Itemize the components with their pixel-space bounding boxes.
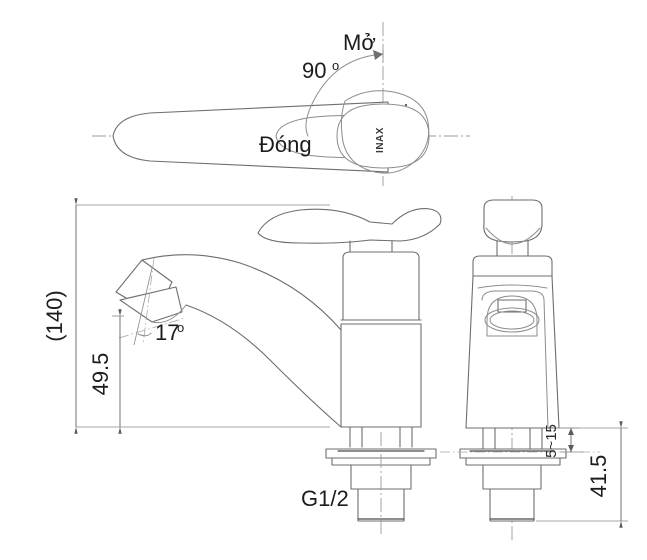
- shank-length-label: 41.5: [586, 455, 611, 498]
- spout-height-label: 49.5: [88, 353, 113, 396]
- aerator-recess-frame: [486, 295, 538, 337]
- handle-knob-front: [483, 199, 543, 243]
- cartridge-cap-outline: [336, 103, 430, 169]
- mount-thickness-label: 5~15: [543, 424, 560, 458]
- brand-logo-text: INAX: [375, 127, 386, 153]
- aerator-mesh-inner-ring: [489, 310, 535, 330]
- rotation-angle-degree-symbol: o: [332, 58, 339, 73]
- spout-face-centerline: [118, 317, 186, 339]
- shank-risers-side: [349, 426, 413, 448]
- handle-lever-outline: [112, 101, 389, 173]
- handle-knob-underside: [485, 227, 541, 245]
- spout-aerator-edge: [151, 304, 187, 324]
- handle-inner-contour: [275, 114, 393, 159]
- dimension-group-left: (140) 49.5: [42, 198, 124, 434]
- cartridge-open-position-outline: [340, 90, 430, 174]
- rotation-arc-90deg: [305, 53, 384, 137]
- mounting-washer-front: [465, 457, 561, 466]
- aerator-mesh-disc: [484, 307, 540, 333]
- threaded-shank-lower-front: [489, 488, 535, 522]
- aerator-collar-front: [497, 299, 527, 313]
- handle-lever-side-profile: [257, 208, 442, 244]
- body-front-top-contour: [477, 284, 548, 289]
- cap-collar-front: [472, 255, 553, 277]
- handle-stem-front: [496, 240, 529, 257]
- spout-angle-degree-symbol: o: [177, 320, 184, 335]
- spout-lower-curve: [185, 304, 342, 428]
- rotation-arrow-head: [373, 50, 383, 60]
- open-label: Mở: [343, 30, 376, 55]
- thread-spec-label: G1/2: [301, 486, 349, 511]
- top-view-group: Mở 90 o Đóng INAX: [92, 22, 470, 186]
- mount-thickness-arrow-bottom: [568, 445, 574, 452]
- reference-dot: [404, 103, 408, 107]
- spout-angle-label: 17: [155, 320, 179, 345]
- spout-upper-curve: [141, 254, 342, 331]
- side-view-group: 17 o G1/2: [76, 204, 442, 534]
- mount-thickness-arrow-top: [568, 428, 574, 435]
- body-front-outline: [465, 275, 560, 429]
- handle-stem: [349, 240, 393, 253]
- angle-arc-17deg: [137, 332, 152, 337]
- shank-risers-front: [482, 427, 543, 450]
- dimension-group-right: 5~15 41.5: [536, 421, 628, 528]
- body-front-inner-panel: [481, 290, 549, 429]
- body-neck-side: [340, 323, 422, 428]
- rotation-angle-label: 90: [302, 58, 326, 83]
- front-view-group: [440, 196, 600, 540]
- overall-height-label: (140): [42, 290, 67, 341]
- threaded-shank-upper-front: [482, 464, 542, 490]
- angle-reference-line: [133, 267, 153, 346]
- closed-label: Đóng: [259, 132, 312, 157]
- cartridge-cap-side: [342, 251, 420, 321]
